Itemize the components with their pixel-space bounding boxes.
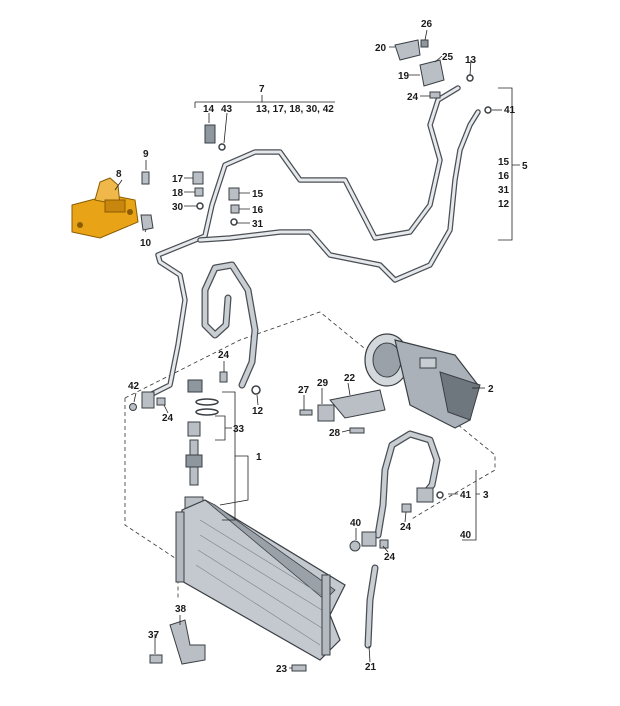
label-3: 3 — [483, 490, 489, 501]
label-22: 22 — [344, 373, 356, 384]
label-24-mid: 24 — [218, 350, 230, 361]
label-29: 29 — [317, 378, 329, 389]
label-25: 25 — [442, 52, 454, 63]
group3-40: 40 — [460, 530, 472, 541]
group5-31: 31 — [498, 185, 510, 196]
label-24-hose: 24 — [400, 522, 412, 533]
label-19: 19 — [398, 71, 410, 82]
compressor-hose — [374, 430, 441, 539]
label-9: 9 — [143, 149, 149, 160]
label-37: 37 — [148, 630, 160, 641]
label-27: 27 — [298, 385, 310, 396]
label-24-cond: 24 — [384, 552, 396, 563]
label-28: 28 — [329, 428, 341, 439]
label-8: 8 — [116, 169, 122, 180]
label-31: 31 — [252, 219, 264, 230]
callout-labels: 7 13, 17, 18, 30, 42 14 43 9 8 10 17 18 … — [116, 19, 528, 675]
label-12: 12 — [252, 406, 264, 417]
group5-15: 15 — [498, 157, 510, 168]
label-1: 1 — [256, 452, 262, 463]
label-24-left: 24 — [162, 413, 174, 424]
label-40: 40 — [350, 518, 362, 529]
label-16: 16 — [252, 205, 264, 216]
label-43: 43 — [221, 104, 233, 115]
label-14: 14 — [203, 104, 215, 115]
compressor-2 — [364, 333, 481, 429]
label-38: 38 — [175, 604, 187, 615]
label-13: 13 — [465, 55, 477, 66]
label-15: 15 — [252, 189, 264, 200]
group5-16: 16 — [498, 171, 510, 182]
upper-pipe-assembly — [147, 85, 481, 398]
label-2: 2 — [488, 384, 494, 395]
label-41-top: 41 — [504, 105, 516, 116]
label-18: 18 — [172, 188, 184, 199]
label-30: 30 — [172, 202, 184, 213]
group5-12: 12 — [498, 199, 510, 210]
label-23: 23 — [276, 664, 288, 675]
label-24-top: 24 — [407, 92, 419, 103]
pipe-21 — [364, 564, 379, 649]
group3-41: 41 — [460, 490, 472, 501]
leader-lines — [114, 29, 520, 669]
bracket-8-highlighted — [71, 177, 139, 239]
label-7: 7 — [259, 84, 265, 95]
small-parts — [129, 39, 492, 672]
label-17: 17 — [172, 174, 184, 185]
label-42: 42 — [128, 381, 140, 392]
label-5: 5 — [522, 161, 528, 172]
label-33: 33 — [233, 424, 245, 435]
label-21: 21 — [365, 662, 377, 673]
label-10: 10 — [140, 238, 152, 249]
label-7-sub: 13, 17, 18, 30, 42 — [256, 104, 334, 115]
label-26: 26 — [421, 19, 433, 30]
left-flex-hose — [201, 261, 259, 389]
condenser — [175, 499, 346, 661]
label-20: 20 — [375, 43, 387, 54]
